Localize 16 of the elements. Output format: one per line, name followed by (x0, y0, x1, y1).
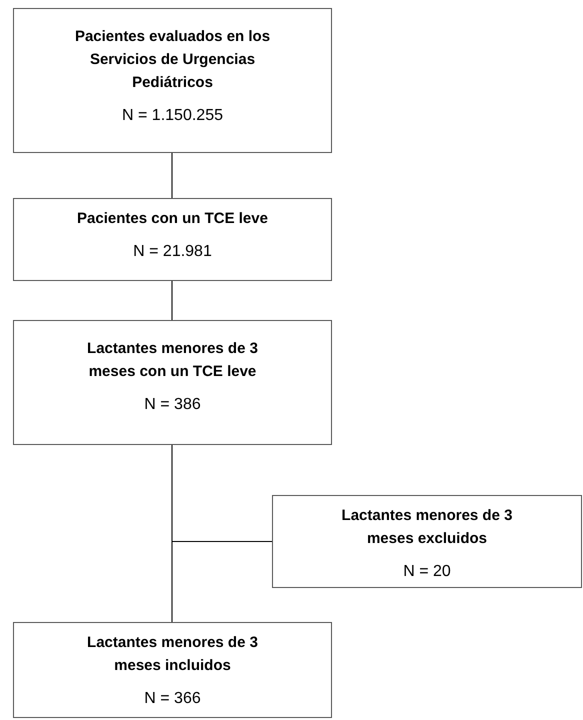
process-box (13, 320, 332, 445)
box-heading: Pacientes evaluados en los Servicios de Urgencias Pediátricos (74, 27, 272, 93)
box-heading: Pacientes con un TCE leve (77, 209, 268, 229)
box-heading: Lactantes menores de 3 meses incluidos (86, 633, 259, 676)
box-heading: Lactantes menores de 3 meses con un TCE leve (86, 339, 259, 382)
process-box (272, 495, 582, 588)
count-text: N = 386 (144, 395, 201, 415)
process-box (13, 8, 332, 153)
process-box (13, 198, 332, 281)
box-heading: Lactantes menores de 3 meses excluidos (340, 506, 514, 549)
count-text: N = 1.150.255 (122, 106, 223, 126)
count-text: N = 21.981 (133, 242, 212, 262)
process-box (13, 622, 332, 718)
count-text: N = 20 (403, 562, 451, 582)
connector-line (172, 444, 272, 542)
count-text: N = 366 (144, 689, 201, 709)
